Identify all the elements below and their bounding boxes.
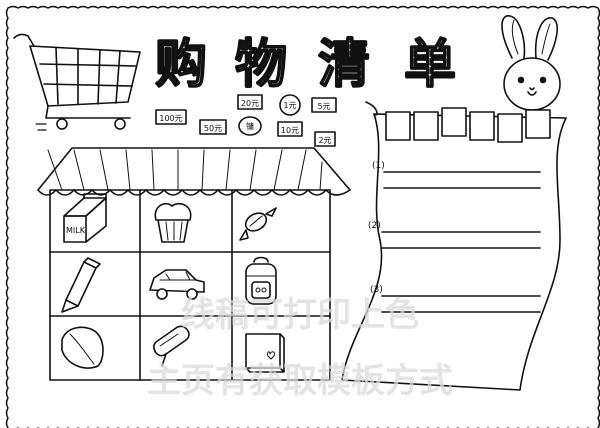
- list-item-label: (2): [368, 221, 381, 231]
- money-tag-label: 100元: [159, 114, 182, 123]
- milk-label: MILK: [66, 226, 86, 235]
- title-char: 购: [155, 35, 207, 95]
- money-tags: 100元 50元 20元 镛 1元 10元 5元 2元: [155, 94, 337, 147]
- money-tag-label: 10元: [281, 126, 299, 135]
- list-tab: [413, 111, 439, 141]
- shop-shelf: [37, 147, 351, 381]
- coin-label: 镛: [246, 121, 254, 131]
- list-tab: [441, 107, 467, 137]
- milk-carton-icon: MILK: [63, 193, 107, 243]
- writing-line: [383, 171, 541, 189]
- title-char: 单: [404, 35, 456, 95]
- writing-line: [381, 295, 541, 313]
- list-tab: [469, 111, 495, 141]
- dumpling-icon: [61, 326, 104, 369]
- money-tag: [314, 131, 336, 147]
- list-item-label: (1): [372, 161, 385, 171]
- writing-line: [381, 231, 541, 249]
- money-tag-label: 50元: [204, 124, 222, 133]
- money-tag-label: 2元: [318, 136, 331, 145]
- candy-icon: [239, 207, 277, 241]
- watermark-line-1: 线稿可打印上色: [181, 295, 419, 335]
- list-tab: [385, 111, 411, 141]
- notebook-icon: [245, 333, 285, 373]
- pencil-icon: [61, 257, 101, 313]
- car-icon: [149, 269, 205, 300]
- shopping-list-paper: (1) (2) (3): [341, 101, 567, 391]
- money-tag-label: 20元: [241, 99, 259, 108]
- money-tag-label: 5元: [317, 102, 330, 111]
- coin-label: 1元: [283, 101, 296, 110]
- watermark: 线稿可打印上色 主页有获取模板方式: [147, 295, 453, 401]
- bunny-icon: [501, 15, 561, 111]
- money-tag: [237, 94, 263, 110]
- backpack-icon: [245, 256, 277, 305]
- money-tag: [155, 109, 187, 125]
- money-tag: [311, 97, 337, 113]
- title-char: 清: [318, 35, 370, 95]
- shopping-cart-icon: [13, 33, 141, 131]
- money-tag: [199, 119, 227, 135]
- watermark-line-2: 主页有获取模板方式: [147, 361, 453, 401]
- money-tag: [277, 121, 303, 137]
- list-item-label: (3): [370, 285, 383, 295]
- page-title: 购 物 清 单: [154, 34, 457, 96]
- cupcake-icon: [154, 202, 192, 243]
- list-tab: [525, 109, 551, 139]
- scalloped-border: [5, 5, 600, 428]
- title-char: 物: [235, 35, 287, 95]
- list-tab: [497, 113, 523, 143]
- coin: [238, 116, 262, 136]
- popsicle-icon: [153, 325, 190, 367]
- coin: [279, 94, 301, 116]
